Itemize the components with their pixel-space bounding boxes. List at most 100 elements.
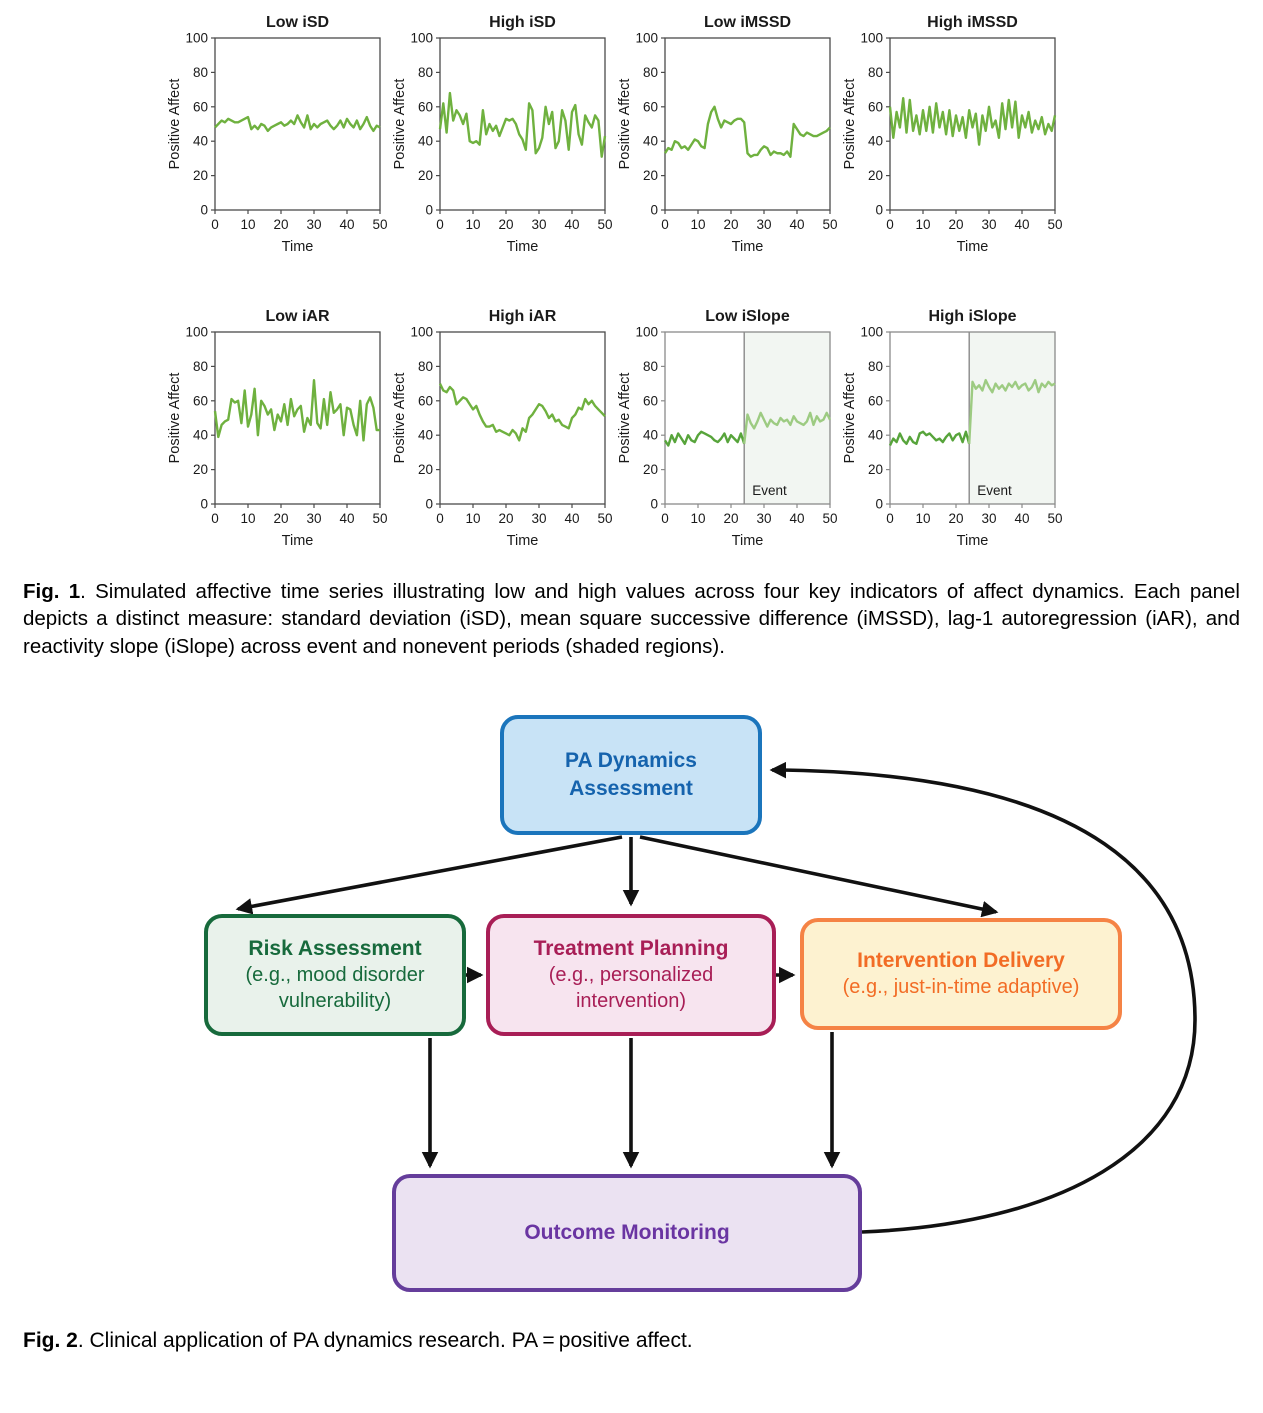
plot-box: [439, 37, 606, 211]
x-tick-label: 20: [498, 217, 513, 232]
x-tick-label: 50: [1047, 217, 1062, 232]
y-tick-label: 80: [193, 65, 208, 80]
x-tick-label: 40: [564, 217, 579, 232]
y-tick-label: 0: [875, 203, 883, 218]
x-tick-label: 10: [240, 511, 255, 526]
event-label: Event: [752, 483, 787, 498]
node-outcome-monitoring: Outcome Monitoring: [392, 1173, 862, 1292]
x-tick-label: 40: [789, 217, 804, 232]
figure1-caption-label: Fig. 1: [23, 580, 81, 603]
series-line: [663, 105, 831, 158]
x-tick-label: 30: [306, 217, 321, 232]
plot-box: [439, 331, 606, 505]
figure2-diagram: PA Dynamics Assessment Risk Assessment (…: [0, 690, 1263, 1315]
x-tick-label: 0: [436, 217, 444, 232]
x-axis-label: Time: [957, 239, 989, 255]
y-tick-label: 40: [193, 134, 208, 149]
x-tick-label: 50: [597, 217, 612, 232]
x-tick-label: 10: [465, 511, 480, 526]
node-risk-title: Risk Assessment: [248, 937, 422, 961]
y-tick-label: 60: [643, 393, 658, 408]
x-tick-label: 20: [723, 511, 738, 526]
plot-box: [889, 37, 1056, 211]
chart-title: Low iSlope: [705, 308, 790, 325]
node-pa-dynamics-assessment: PA Dynamics Assessment: [500, 714, 762, 835]
y-axis-label: Positive Affect: [392, 373, 408, 464]
x-tick-label: 0: [886, 511, 894, 526]
x-axis-label: Time: [732, 239, 764, 255]
x-tick-label: 0: [886, 217, 894, 232]
x-tick-label: 10: [915, 217, 930, 232]
y-axis-label: Positive Affect: [392, 79, 408, 170]
plot-box: [214, 37, 381, 211]
x-tick-label: 50: [372, 511, 387, 526]
x-tick-label: 10: [915, 511, 930, 526]
y-tick-label: 80: [643, 359, 658, 374]
node-treatment-subtitle: (e.g., personalized intervention): [548, 964, 714, 1013]
x-axis-label: Time: [732, 533, 764, 549]
y-axis-label: Positive Affect: [167, 373, 183, 464]
x-tick-label: 20: [948, 217, 963, 232]
x-tick-label: 20: [723, 217, 738, 232]
node-outcome-title: Outcome Monitoring: [524, 1221, 730, 1245]
series-line: [438, 383, 606, 442]
x-tick-label: 20: [498, 511, 513, 526]
figure2-caption-label: Fig. 2: [23, 1328, 78, 1352]
y-tick-label: 40: [418, 134, 433, 149]
y-tick-label: 60: [643, 99, 658, 114]
x-tick-label: 50: [372, 217, 387, 232]
x-tick-label: 20: [948, 511, 963, 526]
y-tick-label: 60: [193, 99, 208, 114]
x-tick-label: 40: [339, 511, 354, 526]
y-tick-label: 0: [650, 497, 658, 512]
node-intervention-title: Intervention Delivery: [857, 949, 1065, 973]
y-tick-label: 40: [643, 428, 658, 443]
y-tick-label: 100: [860, 325, 883, 340]
x-tick-label: 50: [1047, 511, 1062, 526]
y-tick-label: 80: [418, 65, 433, 80]
chart-title: High iAR: [489, 308, 557, 325]
y-tick-label: 80: [418, 359, 433, 374]
y-axis-label: Positive Affect: [842, 79, 858, 170]
chart-title: High iMSSD: [927, 14, 1018, 31]
x-tick-label: 50: [822, 511, 837, 526]
x-tick-label: 30: [531, 217, 546, 232]
y-tick-label: 60: [868, 393, 883, 408]
x-tick-label: 10: [690, 511, 705, 526]
series-line: [213, 378, 380, 442]
y-tick-label: 100: [185, 31, 208, 46]
y-axis-label: Positive Affect: [617, 373, 633, 464]
x-axis-label: Time: [282, 239, 314, 255]
series-pre-event: [888, 430, 971, 447]
series-post-event: [743, 411, 832, 444]
y-axis-label: Positive Affect: [617, 79, 633, 170]
chart-title: Low iSD: [266, 14, 329, 31]
y-tick-label: 0: [425, 497, 433, 512]
x-tick-label: 30: [531, 511, 546, 526]
series-pre-event: [663, 430, 746, 447]
node-treatment-title: Treatment Planning: [533, 937, 729, 961]
x-tick-label: 50: [822, 217, 837, 232]
diagram-arrows-layer: [235, 761, 1197, 1234]
figure2-caption-text: . Clinical application of PA dynamics re…: [77, 1328, 693, 1352]
node-risk-assessment: Risk Assessment (e.g., mood disorder vul…: [204, 913, 466, 1036]
y-tick-label: 100: [410, 325, 433, 340]
x-tick-label: 0: [211, 217, 219, 232]
y-tick-label: 100: [185, 325, 208, 340]
x-tick-label: 0: [211, 511, 219, 526]
y-tick-label: 40: [643, 134, 658, 149]
y-tick-label: 40: [868, 428, 883, 443]
x-tick-label: 0: [661, 217, 669, 232]
chart-title: High iSlope: [929, 308, 1017, 325]
chart-title: Low iAR: [266, 308, 330, 325]
x-tick-label: 10: [465, 217, 480, 232]
series-line: [888, 96, 1057, 146]
y-tick-label: 80: [868, 359, 883, 374]
x-tick-label: 30: [756, 217, 771, 232]
x-tick-label: 20: [273, 217, 288, 232]
y-tick-label: 0: [425, 203, 433, 218]
